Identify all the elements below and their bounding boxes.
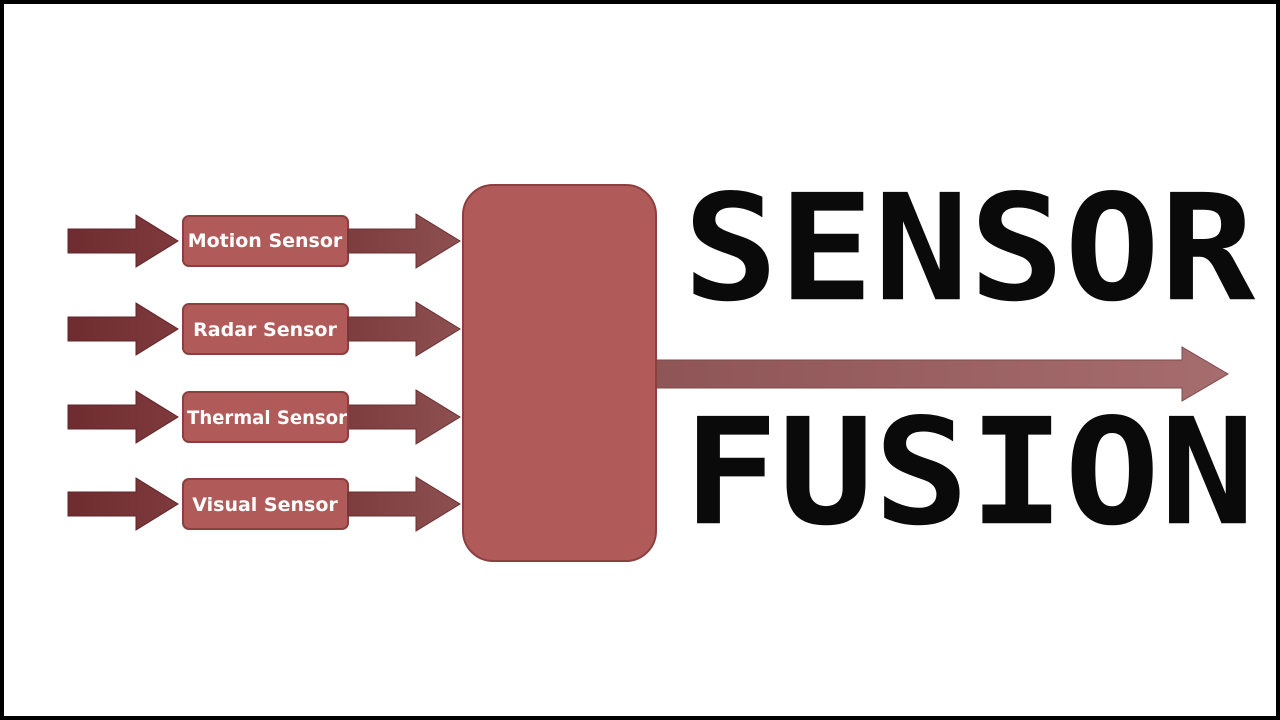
sensor-row-radar: Radar Sensor	[67, 301, 461, 357]
sensor-box	[182, 391, 349, 443]
sensor-row-visual: Visual Sensor	[67, 476, 461, 532]
input-arrow	[67, 302, 179, 356]
fusion-block	[462, 184, 657, 562]
input-arrow	[67, 214, 179, 268]
sensor-label: Thermal Sensor	[187, 407, 348, 429]
sensor-label: Motion Sensor	[188, 230, 343, 252]
input-arrow	[67, 390, 179, 444]
sensor-label: Radar Sensor	[193, 319, 337, 341]
sensor-row-motion: Motion Sensor	[67, 213, 461, 269]
output-arrow	[347, 213, 461, 269]
title-line-1: SENSOR	[683, 162, 1256, 335]
fusion-output-arrow	[649, 346, 1229, 402]
output-arrow	[347, 389, 461, 445]
output-arrow	[347, 301, 461, 357]
output-arrow	[347, 476, 461, 532]
title-line-2: FUSION	[683, 386, 1256, 559]
input-arrow	[67, 477, 179, 531]
sensor-label: Visual Sensor	[192, 494, 338, 516]
sensor-row-thermal: Thermal Sensor	[67, 389, 461, 445]
